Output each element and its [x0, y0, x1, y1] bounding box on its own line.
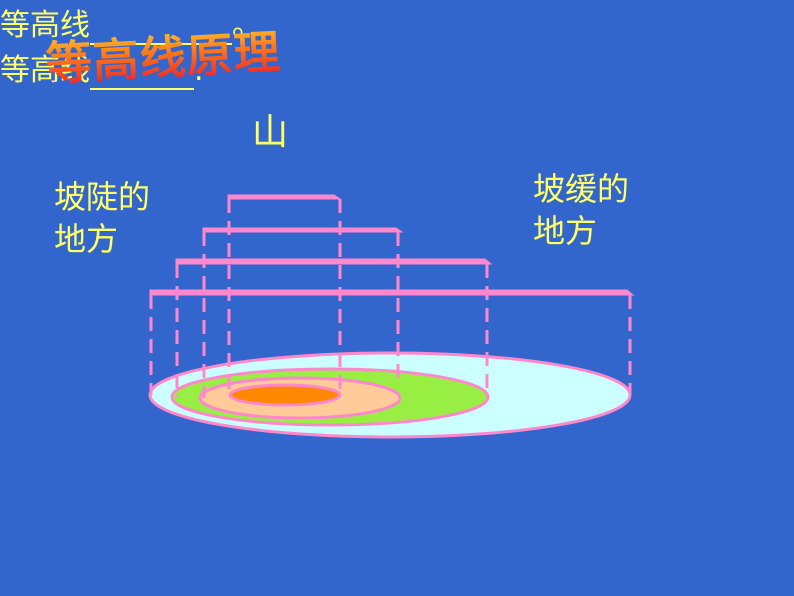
question-1: 等高线 。 — [0, 0, 794, 45]
gentle-slope-label: 坡缓的 地方 — [533, 168, 663, 252]
question-2-prefix: 等高线 — [0, 53, 90, 88]
question-2-suffix: . — [194, 53, 204, 88]
slice-bar-third — [175, 258, 493, 265]
steep-slope-label: 坡陡的 地方 — [54, 176, 184, 260]
question-2: 等高线 . — [0, 45, 794, 90]
slice-bar-top — [227, 194, 342, 200]
steep-slope-line1: 坡陡的 — [54, 178, 151, 216]
question-1-suffix: 。 — [232, 8, 262, 43]
question-1-prefix: 等高线 — [0, 8, 90, 43]
slice-bar-bottom — [149, 289, 635, 296]
gentle-slope-line1: 坡缓的 — [533, 170, 630, 208]
gentle-slope-line2: 地方 — [533, 212, 598, 250]
steep-slope-line2: 地方 — [54, 220, 119, 258]
contour-layer-top — [228, 383, 342, 407]
question-2-blank[interactable] — [90, 53, 194, 90]
mountain-label: 山 — [252, 112, 289, 153]
slice-bar-second — [202, 227, 404, 233]
question-1-blank[interactable] — [90, 8, 232, 45]
